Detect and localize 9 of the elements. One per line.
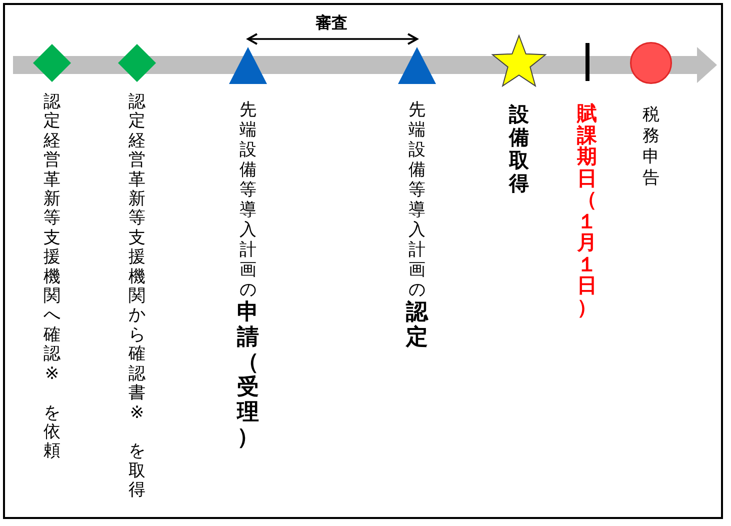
double-arrow [247,33,418,45]
event-label: 認定経営革新等支援機関へ確認※ を依頼 [43,93,61,462]
event-label: 先端設備等導入計画の申請（受理） [236,100,260,450]
edge-label: 審査 [316,13,348,32]
event-label: 設備取得 [508,103,530,195]
event-label: 賦課期日（１月１日） [576,103,598,318]
event-label: 税務申告 [642,105,660,189]
event-label: 先端設備等導入計画の認定 [406,100,428,350]
event-label: 認定経営革新等支援機関から確認書※ を取得 [128,93,146,501]
